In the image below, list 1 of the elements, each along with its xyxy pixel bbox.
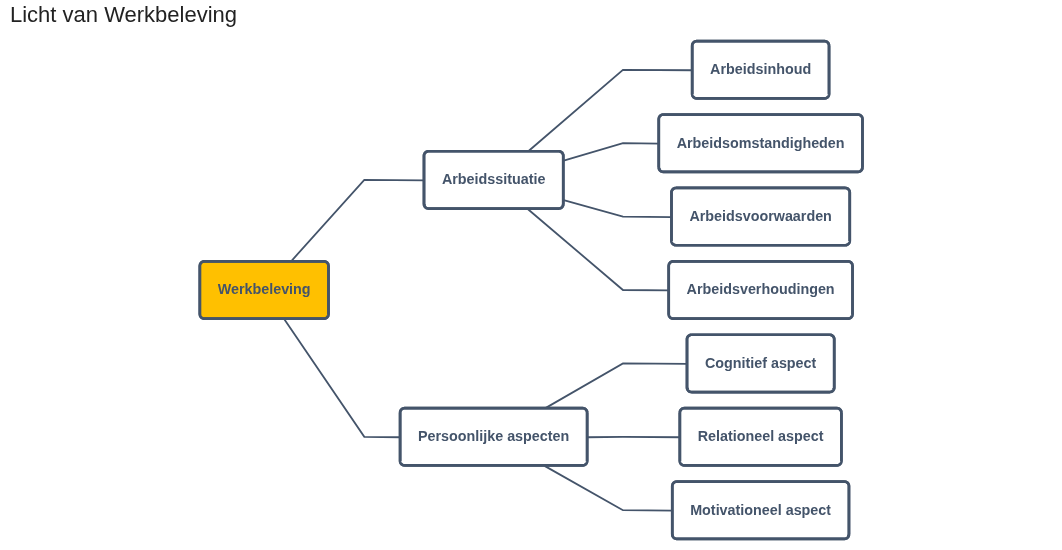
diagram-title: Licht van Werkbeleving (10, 2, 238, 28)
